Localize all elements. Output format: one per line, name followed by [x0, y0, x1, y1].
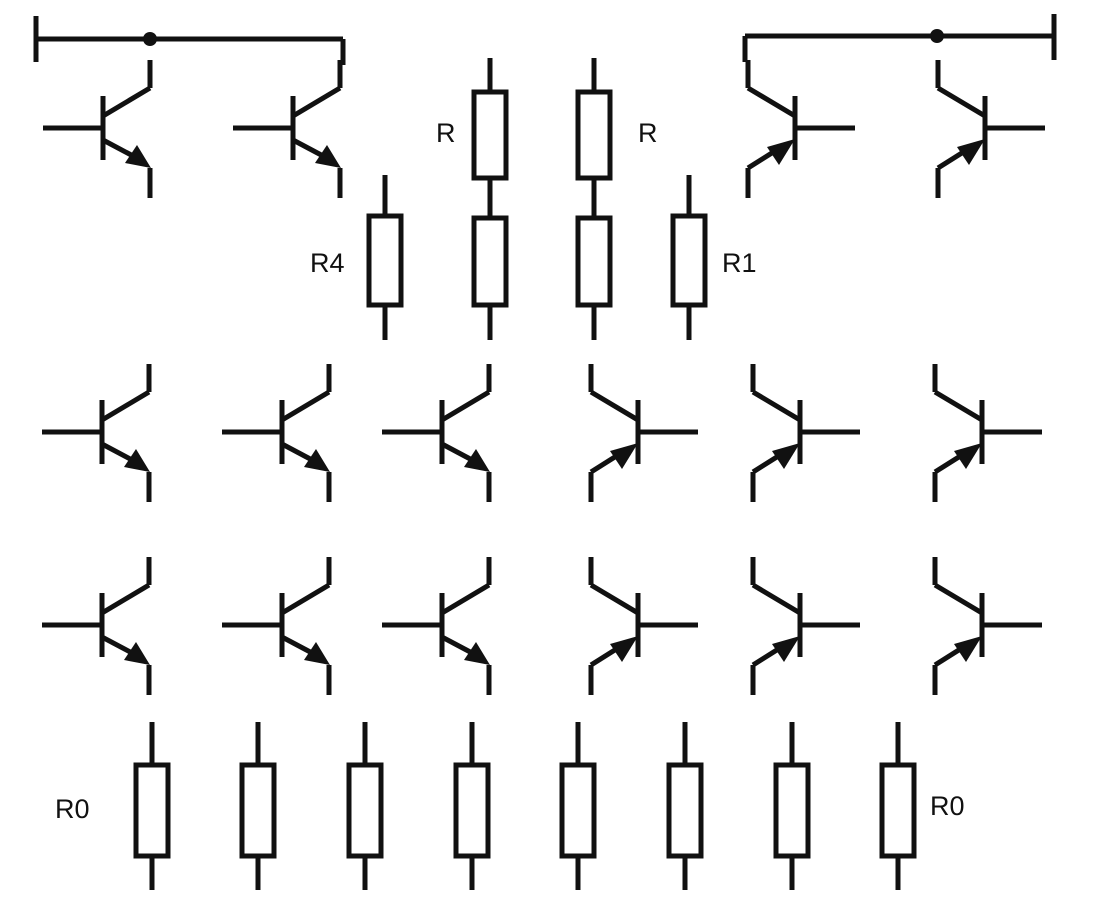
pnp-transistor	[588, 557, 698, 695]
resistor-r4	[366, 175, 404, 340]
npn-transistor	[42, 557, 152, 695]
pnp-transistor	[750, 557, 860, 695]
right-junction-dot	[930, 29, 944, 43]
emitter-arrow-icon	[464, 449, 490, 472]
resistor-r-left-upper	[471, 58, 509, 181]
label-r0-left: R0	[55, 794, 90, 824]
emitter-arrow-icon	[772, 443, 800, 469]
emitter-arrow-icon	[954, 636, 982, 662]
resistor-r1	[670, 175, 708, 340]
resistor-r0	[666, 722, 704, 890]
emitter-arrow-icon	[610, 636, 638, 662]
emitter-arrow-icon	[767, 139, 795, 165]
label-r1: R1	[722, 248, 757, 278]
emitter-arrow-icon	[610, 443, 638, 469]
right-power-rail	[742, 14, 1057, 62]
resistor-r0-left	[133, 722, 171, 890]
pnp-transistor	[932, 557, 1042, 695]
resistor-r0	[559, 722, 597, 890]
emitter-arrow-icon	[957, 139, 985, 165]
npn-transistor	[233, 60, 343, 198]
label-r-right: R	[638, 118, 658, 148]
emitter-arrow-icon	[125, 145, 151, 168]
resistor-r0	[773, 722, 811, 890]
transistor-layer	[42, 60, 1045, 695]
resistor-r-left-lower	[471, 180, 509, 340]
resistor-r-right-upper	[575, 58, 613, 181]
emitter-arrow-icon	[124, 449, 150, 472]
resistor-r0	[453, 722, 491, 890]
label-r4: R4	[310, 248, 345, 278]
emitter-arrow-icon	[315, 145, 341, 168]
npn-transistor	[222, 364, 332, 502]
resistor-r-right-lower	[575, 180, 613, 340]
left-power-rail	[33, 16, 346, 65]
resistor-layer	[133, 58, 917, 890]
label-r-left: R	[436, 118, 456, 148]
emitter-arrow-icon	[304, 449, 330, 472]
resistor-r0	[346, 722, 384, 890]
emitter-arrow-icon	[304, 642, 330, 665]
npn-transistor	[382, 364, 492, 502]
resistor-r0	[239, 722, 277, 890]
npn-transistor	[43, 60, 153, 198]
pnp-transistor	[745, 60, 855, 198]
pnp-transistor	[588, 364, 698, 502]
npn-transistor	[42, 364, 152, 502]
emitter-arrow-icon	[954, 443, 982, 469]
pnp-transistor	[932, 364, 1042, 502]
pnp-transistor	[935, 60, 1045, 198]
left-junction-dot	[143, 32, 157, 46]
npn-transistor	[222, 557, 332, 695]
resistor-r0-right	[879, 722, 917, 890]
emitter-arrow-icon	[124, 642, 150, 665]
pnp-transistor	[750, 364, 860, 502]
npn-transistor	[382, 557, 492, 695]
emitter-arrow-icon	[464, 642, 490, 665]
label-r0-right: R0	[930, 791, 965, 821]
emitter-arrow-icon	[772, 636, 800, 662]
